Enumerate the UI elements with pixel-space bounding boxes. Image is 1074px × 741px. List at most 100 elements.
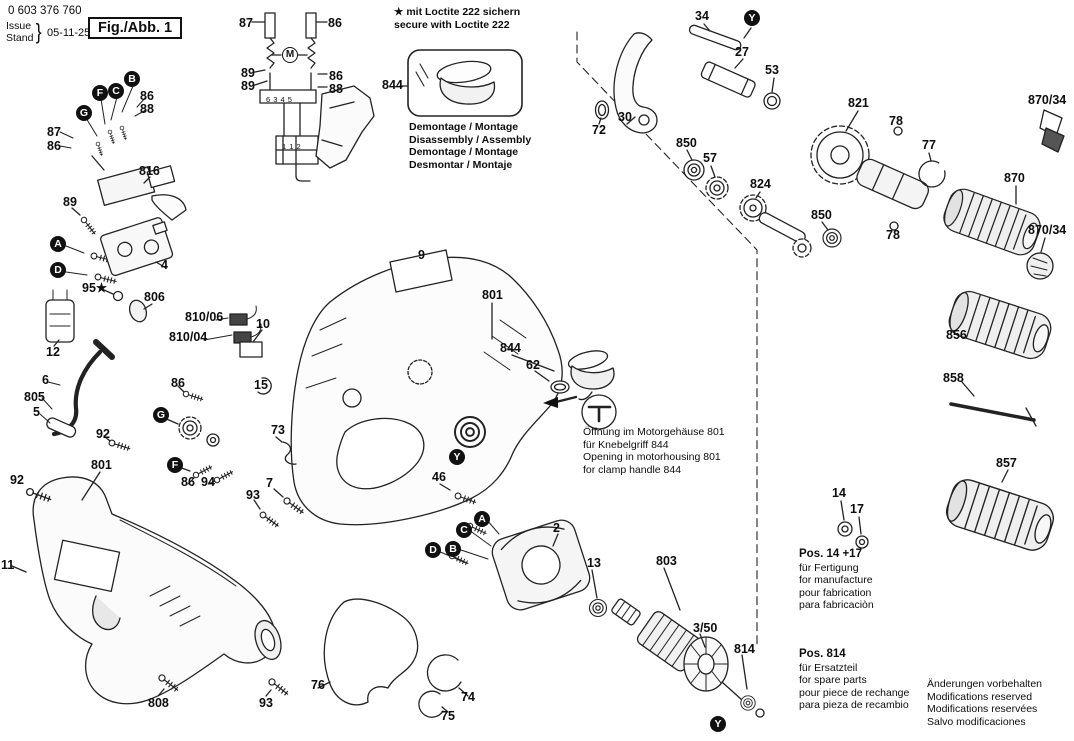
part-label-73: 73 [271, 423, 285, 437]
switch-and-cord-drawing [39, 85, 306, 529]
note-line: Opening in motorhousing 801 [583, 451, 721, 463]
callout-letter-B: B [124, 71, 140, 87]
callout-letter-G: G [76, 105, 92, 121]
part-label-57: 57 [703, 151, 717, 165]
callout-letter-F: F [167, 457, 183, 473]
note-line: für Ersatzteil [799, 661, 858, 674]
note-line: Modifications reserved [927, 690, 1033, 703]
part-label-10: 10 [256, 317, 270, 331]
part-label-801: 801 [482, 288, 503, 302]
part-label-803: 803 [656, 554, 677, 568]
callout-letter-D: D [425, 542, 441, 558]
callout-letter-C: C [108, 83, 124, 99]
part-label-87: 87 [47, 125, 61, 139]
part-label-870/34: 870/34 [1028, 223, 1067, 237]
callout-letter-A: A [474, 511, 490, 527]
callout-letter-D: D [50, 262, 66, 278]
part-label-6: 6 [42, 373, 49, 387]
note-line: für Fertigung [799, 561, 859, 574]
note-line: for spare parts [799, 674, 867, 686]
part-label-53: 53 [765, 63, 779, 77]
doc-number: 0 603 376 760 [8, 5, 82, 17]
part-label-94: 94 [201, 475, 215, 489]
part-label-9: 9 [418, 248, 425, 262]
part-label-92: 92 [10, 473, 24, 487]
part-label-857: 857 [996, 456, 1017, 470]
chuck-variants-drawing [837, 287, 1059, 555]
part-label-844: 844 [382, 78, 403, 92]
clamp-handle-inset-drawing [399, 49, 523, 117]
part-label-89: 89 [63, 195, 77, 209]
note-line: para fabricaciòn [799, 599, 874, 611]
part-label-2: 2 [553, 521, 560, 535]
gasket-and-rings-drawing [317, 598, 469, 718]
part-label-844: 844 [500, 341, 521, 355]
part-label-93: 93 [259, 696, 273, 710]
note-line: pour fabrication [799, 586, 872, 599]
issue-label: Issue [6, 20, 32, 32]
part-label-62: 62 [526, 358, 540, 372]
motor-housing-drawing [275, 249, 617, 526]
part-label-75: 75 [441, 709, 455, 723]
part-label-3/50: 3/50 [693, 621, 718, 635]
part-label-88: 88 [329, 82, 343, 96]
part-label-30: 30 [618, 110, 632, 124]
part-label-86: 86 [171, 376, 185, 390]
part-label-808: 808 [148, 696, 169, 710]
part-label-86: 86 [181, 475, 195, 489]
part-label-72: 72 [592, 123, 606, 137]
part-label-821: 821 [848, 96, 869, 110]
gear-train-drawing [594, 23, 1065, 280]
part-label-5: 5 [33, 405, 40, 419]
part-label-814: 814 [734, 642, 755, 656]
part-label-810/06: 810/06 [185, 310, 224, 324]
part-label-870: 870 [1004, 171, 1025, 185]
part-label-77: 77 [922, 138, 936, 152]
part-label-95★: 95★ [82, 281, 108, 295]
part-label-78: 78 [889, 114, 903, 128]
callout-letter-G: G [153, 407, 169, 423]
part-label-7: 7 [266, 476, 273, 490]
part-label-89: 89 [241, 79, 255, 93]
part-label-76: 76 [311, 678, 325, 692]
pos-814-title: Pos. 814 [799, 648, 846, 660]
part-label-74: 74 [461, 690, 475, 704]
part-label-801: 801 [91, 458, 112, 472]
pos-14-17-title: Pos. 14 +17 [799, 548, 862, 560]
part-label-11: 11 [1, 558, 15, 572]
part-label-856: 856 [946, 328, 967, 342]
note-line: para pieza de recambio [799, 699, 909, 711]
callout-letter-B: B [445, 541, 461, 557]
part-label-824: 824 [750, 177, 771, 191]
issue-stand-brace: } [35, 19, 42, 44]
module-boundary-dashed [576, 31, 758, 649]
part-label-15: 15 [254, 378, 268, 392]
stand-label: Stand [6, 31, 34, 44]
part-label-850: 850 [811, 208, 832, 222]
callout-letter-A: A [50, 236, 66, 252]
part-label-4: 4 [161, 258, 168, 272]
part-label-87: 87 [239, 16, 253, 30]
part-label-78: 78 [886, 228, 900, 242]
note-line: Salvo modificaciones [927, 715, 1026, 728]
callout-letter-Y: Y [449, 449, 465, 465]
part-label-870/34: 870/34 [1028, 93, 1067, 107]
figure-label: Fig./Abb. 1 [88, 17, 183, 39]
callout-letter-Y: Y [744, 10, 760, 26]
callout-letter-F: F [92, 85, 108, 101]
part-label-12: 12 [46, 345, 60, 359]
part-label-27: 27 [735, 45, 749, 59]
part-label-806: 806 [144, 290, 165, 304]
part-label-89: 89 [241, 66, 255, 80]
part-label-810/04: 810/04 [169, 330, 208, 344]
part-label-86: 86 [140, 89, 154, 103]
issue-date: 05-11-25 [47, 27, 91, 39]
